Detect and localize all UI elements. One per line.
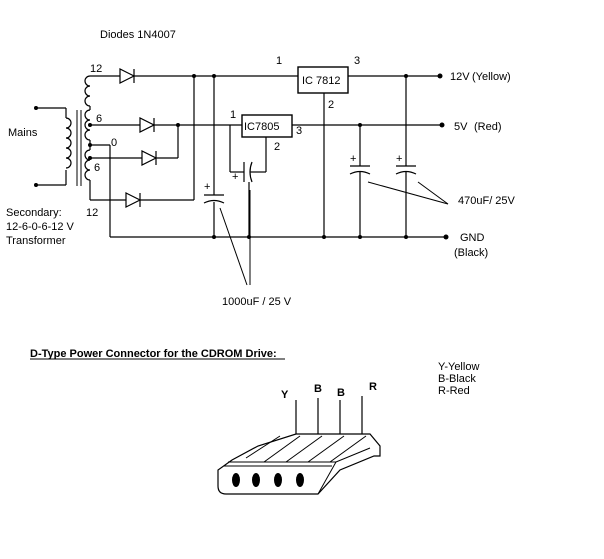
rectifier-wiring <box>90 75 298 237</box>
pin-label-y: Y <box>281 389 289 401</box>
mains-label: Mains <box>8 127 38 139</box>
tap-label-upper-mid: 6 <box>96 113 102 125</box>
connector-wires <box>295 396 363 434</box>
diode-3 <box>141 150 158 166</box>
output-5v-color: (Red) <box>474 121 502 133</box>
diodes-label: Diodes 1N4007 <box>100 29 176 41</box>
regulator-7812-pin-out: 3 <box>354 55 360 67</box>
output-terminals <box>437 73 445 128</box>
regulator-7812-pin-in: 1 <box>276 55 282 67</box>
connector-title: D-Type Power Connector for the CDROM Dri… <box>30 348 277 360</box>
capacitor-1000uf-main: + <box>203 181 225 204</box>
regulator-7812 <box>297 66 438 237</box>
cap-1000uf-label: 1000uF / 25 V <box>222 296 292 308</box>
capacitor-470uf-5v: + <box>349 125 371 237</box>
legend-yellow: Y-Yellow <box>438 361 479 373</box>
d-type-connector-body <box>217 433 381 495</box>
cap-1000uf-pointer <box>219 190 251 286</box>
tap-label-top: 12 <box>90 63 102 75</box>
svg-text:+: + <box>350 153 356 165</box>
cap-470uf-pointer <box>367 181 449 205</box>
tap-label-lower-mid: 6 <box>94 162 100 174</box>
pin-label-b2: B <box>337 387 345 399</box>
output-gnd-label: GND <box>460 232 485 244</box>
svg-text:+: + <box>232 171 238 183</box>
capacitor-470uf-12v: + <box>395 76 417 237</box>
secondary-label: Secondary: <box>6 207 62 219</box>
output-12v-label: 12V <box>450 71 470 83</box>
diode-4 <box>125 192 142 208</box>
svg-text:+: + <box>396 153 402 165</box>
regulator-7805 <box>229 114 440 173</box>
regulator-7805-label: IC7805 <box>244 121 279 133</box>
tap-label-bottom: 12 <box>86 207 98 219</box>
connector-pins <box>232 473 304 487</box>
transformer-label: Transformer <box>6 235 66 247</box>
output-5v-label: 5V <box>454 121 468 133</box>
diode-1 <box>119 68 136 84</box>
output-12v-color: (Yellow) <box>472 71 511 83</box>
svg-text:+: + <box>204 181 210 193</box>
ground-rail <box>110 234 449 240</box>
transformer-core <box>76 110 82 186</box>
tap-label-center: 0 <box>111 137 117 149</box>
legend-red: R-Red <box>438 385 470 397</box>
output-gnd-color: (Black) <box>454 247 488 259</box>
primary-coil <box>65 117 72 169</box>
cap-470uf-label: 470uF/ 25V <box>458 195 516 207</box>
regulator-7812-label: IC 7812 <box>302 75 341 87</box>
legend-black: B-Black <box>438 373 476 385</box>
regulator-7805-pin-in: 1 <box>230 109 236 121</box>
regulator-7805-pin-gnd: 2 <box>274 141 280 153</box>
pin-label-b1: B <box>314 383 322 395</box>
secondary-voltage-label: 12-6-0-6-12 V <box>6 221 75 233</box>
secondary-coil <box>84 75 91 200</box>
diode-2 <box>139 117 156 133</box>
mains-input <box>34 106 67 187</box>
capacitor-1000uf-7805: + <box>232 161 266 237</box>
regulator-7812-pin-gnd: 2 <box>328 99 334 111</box>
regulator-7805-pin-out: 3 <box>296 125 302 137</box>
pin-label-r: R <box>369 381 377 393</box>
